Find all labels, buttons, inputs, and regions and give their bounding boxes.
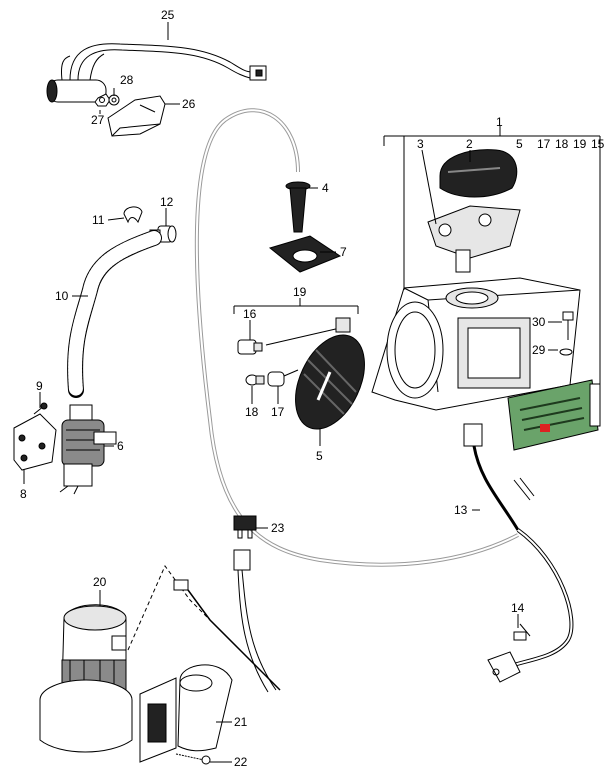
pump-6	[59, 404, 117, 495]
callout-9: 9	[36, 379, 43, 393]
bulb-holder-16	[237, 317, 351, 355]
screw-9	[33, 402, 48, 415]
callout-13: 13	[454, 503, 468, 517]
switch-mechanism-3	[427, 205, 521, 273]
knob-2	[439, 149, 518, 198]
duct-21	[139, 664, 233, 763]
callout-4: 4	[322, 181, 329, 195]
callout-27: 27	[91, 113, 105, 127]
callout-26: 26	[182, 97, 196, 111]
screw-22	[175, 753, 211, 765]
callout-1: 1	[496, 115, 503, 129]
callout-11: 11	[92, 213, 105, 227]
washer-28	[108, 94, 120, 106]
callout-10: 10	[55, 289, 69, 303]
callout-15: 15	[591, 137, 605, 151]
callout-20: 20	[93, 575, 107, 589]
callout-6: 6	[117, 439, 124, 453]
fuse-holder-wiring	[233, 549, 277, 693]
clamp-11	[123, 206, 143, 224]
motor-20	[39, 604, 133, 753]
housing-1	[371, 277, 581, 411]
callout-18: 18	[245, 405, 259, 419]
callout-12: 12	[160, 195, 174, 209]
callout-5: 5	[316, 449, 323, 463]
callout-8: 8	[20, 487, 27, 501]
callout-30: 30	[532, 315, 546, 329]
bracket-26	[107, 95, 166, 137]
circuit-board-15	[507, 379, 601, 451]
fuse-23	[233, 515, 257, 539]
bulb-18	[245, 374, 265, 386]
callout-29: 29	[532, 343, 546, 357]
hose-10	[67, 230, 162, 398]
bracket-8	[13, 413, 57, 471]
callout-7: 7	[340, 245, 347, 259]
wire-to-motor	[127, 565, 281, 691]
callout-22: 22	[234, 755, 248, 769]
callout-28: 28	[120, 73, 134, 87]
screw-30	[562, 311, 574, 340]
sensor-14	[513, 623, 531, 641]
callout-17: 17	[271, 405, 285, 419]
callout-16: 16	[243, 307, 257, 321]
wire-harness-25	[46, 43, 267, 103]
plate-7	[268, 235, 342, 273]
callout-3: 3	[417, 137, 424, 151]
grommet-4	[285, 181, 311, 233]
nut-27	[94, 93, 111, 107]
callout-2: 2	[466, 137, 473, 151]
callout-19: 19	[293, 285, 307, 299]
washer-29	[559, 348, 573, 356]
callout-5-top: 5	[516, 137, 523, 151]
callout-18-top: 18	[555, 137, 569, 151]
callout-19-top: 19	[573, 137, 587, 151]
callout-21: 21	[234, 715, 248, 729]
callout-17-top: 17	[537, 137, 551, 151]
leader-lines	[23, 22, 601, 763]
socket-17	[267, 369, 299, 387]
callout-14: 14	[511, 601, 525, 615]
callout-23: 23	[271, 521, 285, 535]
callout-25: 25	[161, 8, 175, 22]
cover-5	[295, 334, 365, 430]
cable-13	[463, 423, 574, 683]
